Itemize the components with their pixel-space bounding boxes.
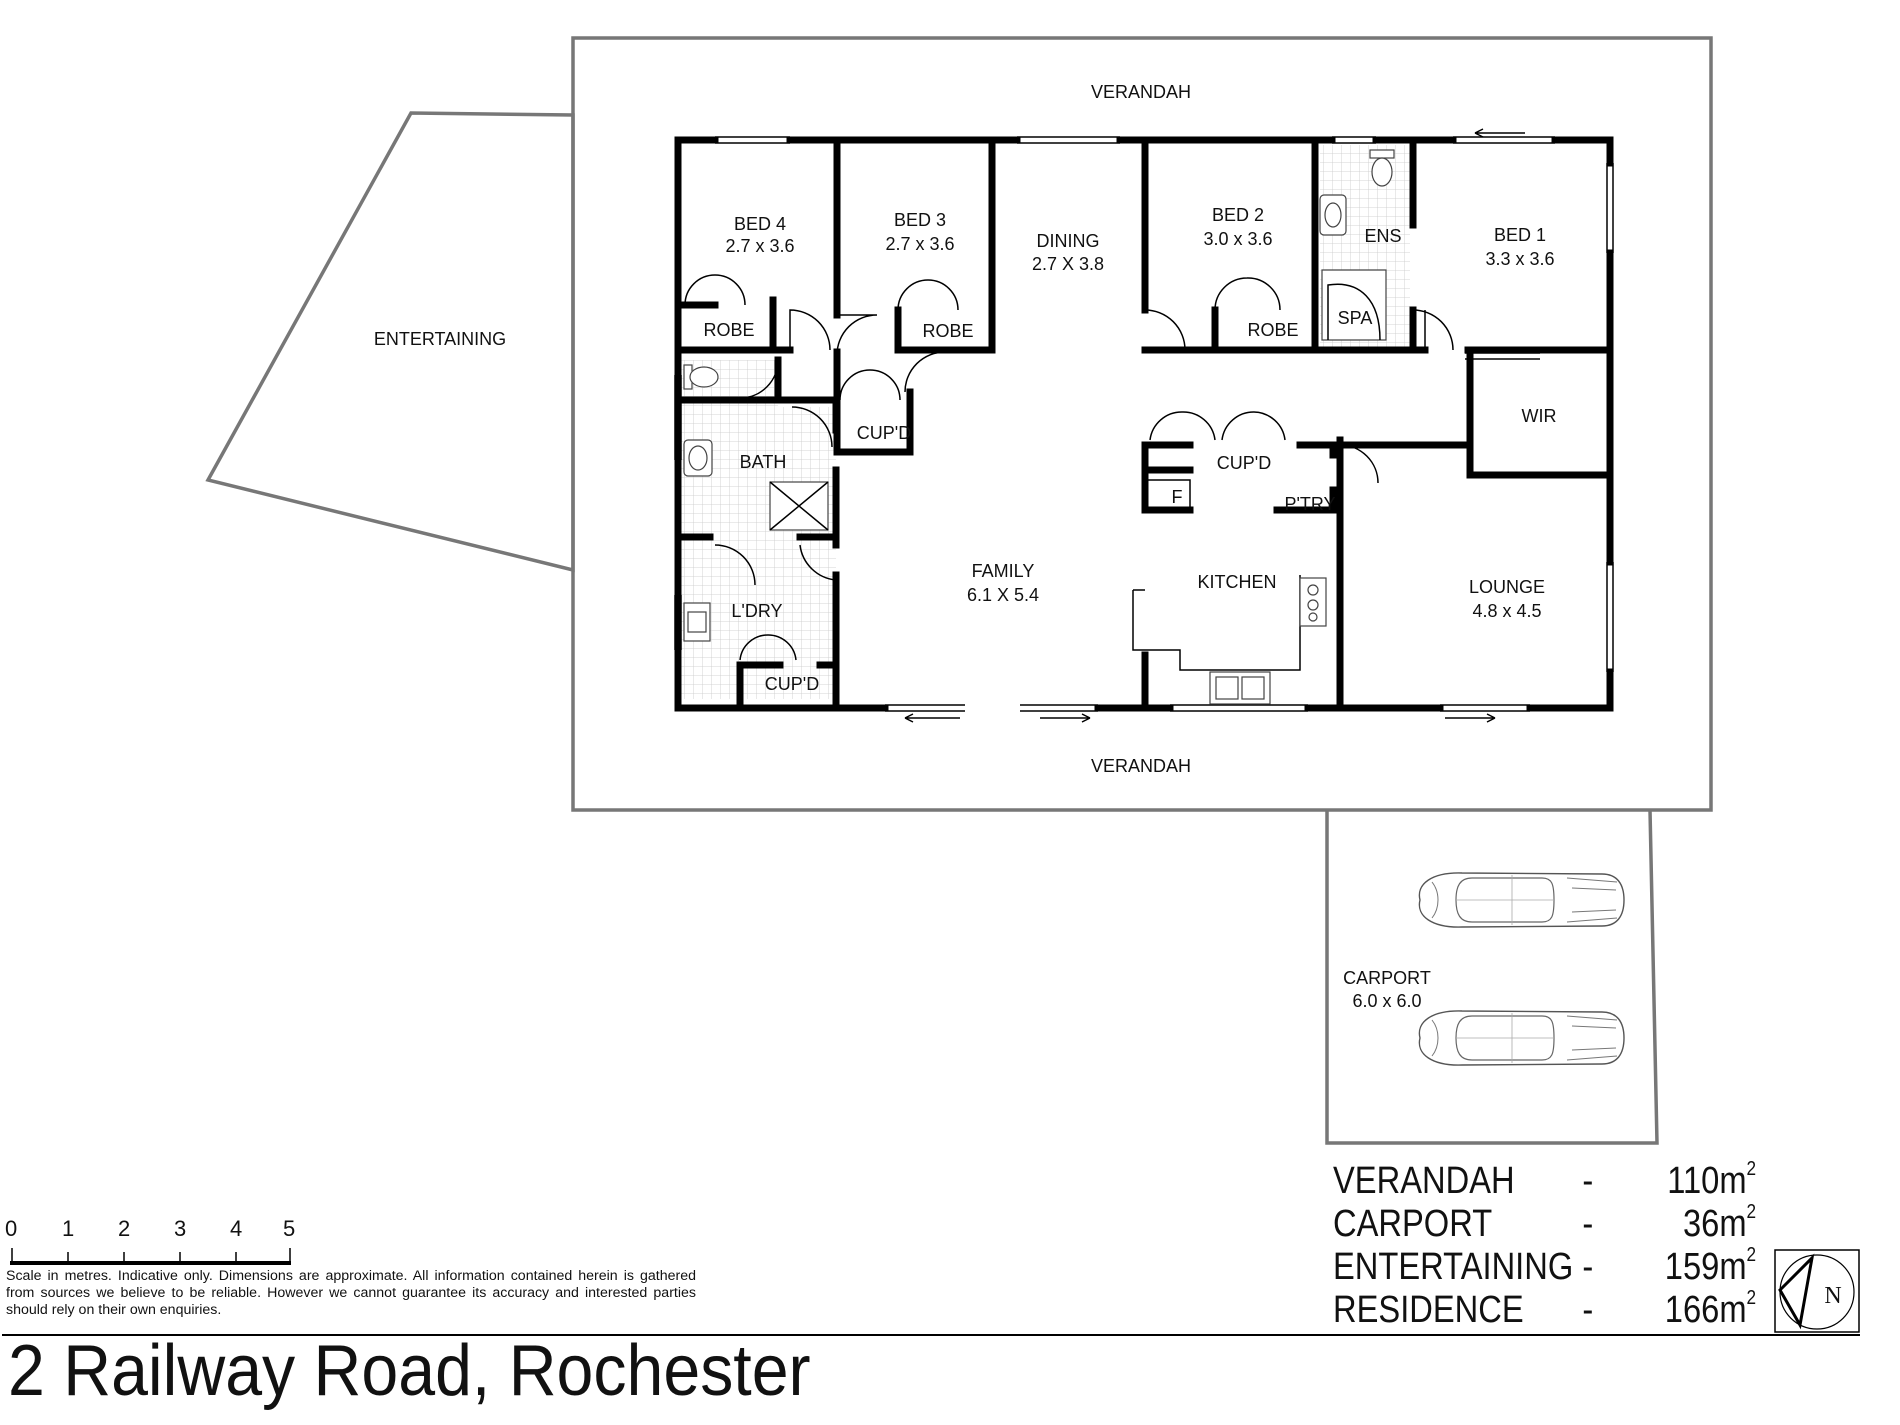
carport-outline bbox=[1325, 809, 1659, 1145]
entertaining-outline bbox=[205, 111, 575, 573]
scale-tick: 1 bbox=[62, 1216, 75, 1241]
area-dash: - bbox=[1582, 1160, 1594, 1202]
wir-label: WIR bbox=[1522, 406, 1557, 426]
bed3-label: BED 3 bbox=[894, 210, 946, 230]
kitchen-label: KITCHEN bbox=[1197, 572, 1276, 592]
property-address: 2 Railway Road, Rochester bbox=[8, 1331, 811, 1411]
cupd-hall-label: CUP'D bbox=[857, 423, 911, 443]
scale-bar bbox=[10, 1248, 291, 1265]
area-name: ENTERTAINING bbox=[1333, 1246, 1574, 1288]
scale-tick: 0 bbox=[5, 1216, 18, 1241]
family-label: FAMILY bbox=[972, 561, 1035, 581]
carport-label: CARPORT bbox=[1343, 968, 1431, 988]
entertaining-label: ENTERTAINING bbox=[374, 329, 506, 349]
pantry-label: P'TRY bbox=[1284, 494, 1335, 514]
spa-label: SPA bbox=[1338, 308, 1373, 328]
toilet-icon bbox=[1369, 149, 1395, 159]
lounge-label: LOUNGE bbox=[1469, 577, 1545, 597]
area-name: RESIDENCE bbox=[1333, 1289, 1524, 1331]
cupd-laundry-label: CUP'D bbox=[765, 674, 819, 694]
robe-doors bbox=[684, 274, 1286, 661]
sliding-door-arrows bbox=[904, 128, 1525, 723]
family-dims: 6.1 X 5.4 bbox=[967, 585, 1039, 605]
dining-label: DINING bbox=[1037, 231, 1100, 251]
laundry-label: L'DRY bbox=[731, 601, 782, 621]
area-dash: - bbox=[1582, 1246, 1594, 1288]
bed1-dims: 3.3 x 3.6 bbox=[1485, 249, 1554, 269]
robe-bed3-label: ROBE bbox=[922, 321, 973, 341]
carport-dims: 6.0 x 6.0 bbox=[1352, 991, 1421, 1011]
cupd-kitchen-label: CUP'D bbox=[1217, 453, 1271, 473]
ensuite-fixtures bbox=[1319, 149, 1395, 341]
scale-tick: 3 bbox=[174, 1216, 187, 1241]
scale-tick: 5 bbox=[283, 1216, 296, 1241]
bath-fixtures bbox=[683, 364, 829, 642]
area-value: 159m2 bbox=[1664, 1244, 1757, 1288]
bed2-dims: 3.0 x 3.6 bbox=[1203, 229, 1272, 249]
robe-bed2-label: ROBE bbox=[1247, 320, 1298, 340]
windows bbox=[674, 136, 1614, 712]
car-icon bbox=[1418, 872, 1625, 928]
dining-dims: 2.7 X 3.8 bbox=[1032, 254, 1104, 274]
bed3-dims: 2.7 x 3.6 bbox=[885, 234, 954, 254]
area-value: 110m2 bbox=[1667, 1158, 1757, 1202]
area-name: CARPORT bbox=[1333, 1203, 1493, 1245]
area-value: 36m2 bbox=[1682, 1201, 1757, 1245]
car-icon bbox=[1418, 1010, 1625, 1066]
bed1-label: BED 1 bbox=[1494, 225, 1546, 245]
verandah-top-label: VERANDAH bbox=[1091, 82, 1191, 102]
bed4-label: BED 4 bbox=[734, 214, 786, 234]
disclaimer: Scale in metres. Indicative only. Dimens… bbox=[6, 1268, 696, 1318]
interior-walls bbox=[674, 136, 1614, 712]
lounge-dims: 4.8 x 4.5 bbox=[1472, 601, 1541, 621]
verandah-bottom-label: VERANDAH bbox=[1091, 756, 1191, 776]
door-swings bbox=[714, 309, 1454, 586]
area-value: 166m2 bbox=[1664, 1287, 1757, 1331]
ens-label: ENS bbox=[1364, 226, 1401, 246]
area-name: VERANDAH bbox=[1333, 1160, 1515, 1202]
scale-tick: 4 bbox=[230, 1216, 243, 1241]
bath-label: BATH bbox=[740, 452, 787, 472]
fridge-label: F bbox=[1172, 487, 1183, 507]
area-dash: - bbox=[1582, 1203, 1594, 1245]
area-dash: - bbox=[1582, 1289, 1594, 1331]
kitchen-bench bbox=[1132, 575, 1327, 705]
robe-bed4-label: ROBE bbox=[703, 320, 754, 340]
bed2-label: BED 2 bbox=[1212, 205, 1264, 225]
bed4-dims: 2.7 x 3.6 bbox=[725, 236, 794, 256]
north-arrow-icon: N bbox=[1774, 1249, 1860, 1333]
north-label: N bbox=[1824, 1283, 1841, 1309]
spa-bath-icon bbox=[1321, 269, 1387, 341]
room-labels: VERANDAH VERANDAH ENTERTAINING BED 4 2.7… bbox=[374, 82, 1557, 1011]
scale-tick: 2 bbox=[118, 1216, 131, 1241]
